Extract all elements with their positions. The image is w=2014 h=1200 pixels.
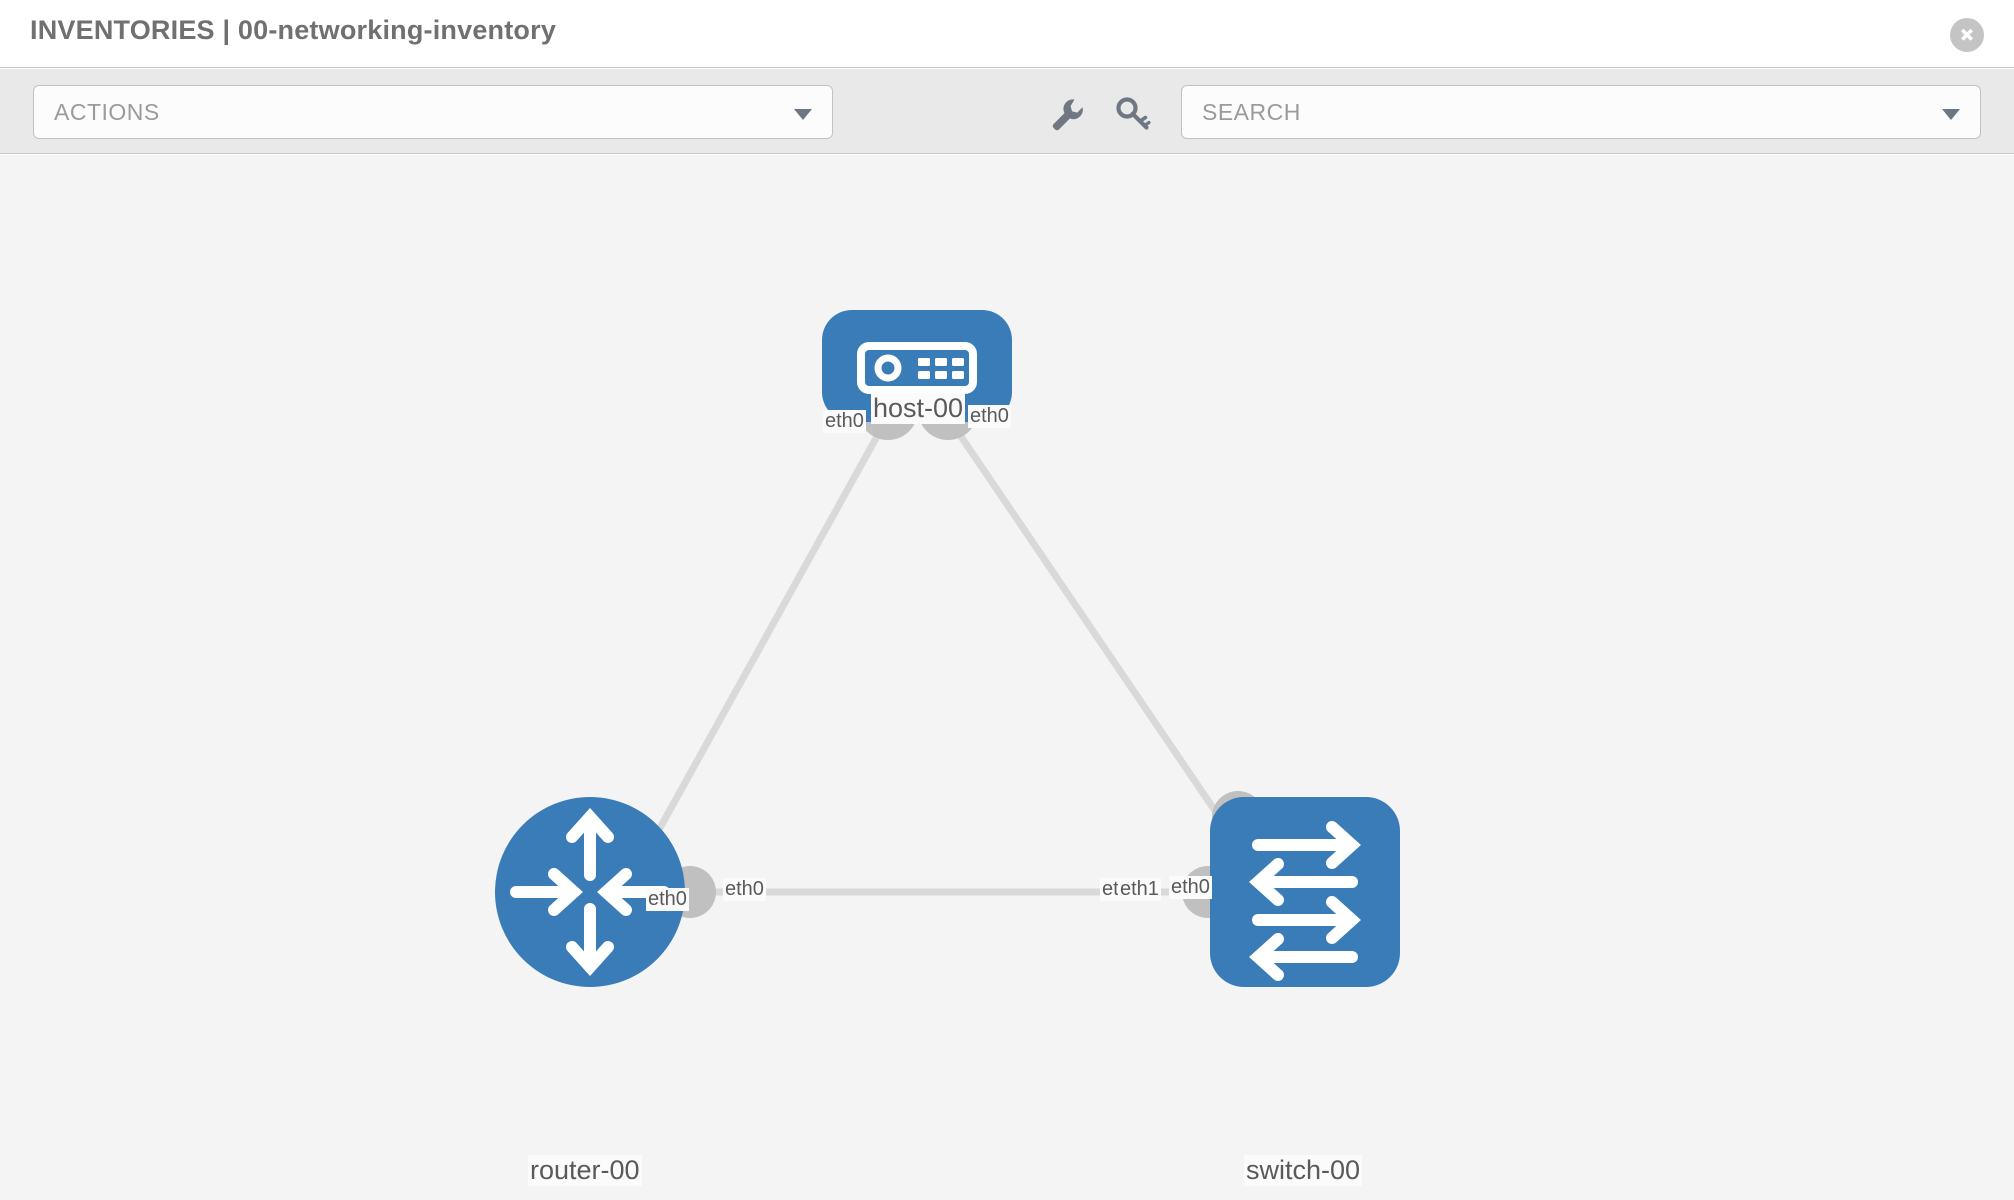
router-arrows-icon [510, 808, 670, 976]
search-placeholder: SEARCH [1202, 99, 1301, 125]
topology-graph [495, 310, 1400, 987]
page-title: INVENTORIES | 00-networking-inventory [30, 15, 557, 45]
node-label-switch-00: switch-00 [1244, 1155, 1363, 1186]
node-label-router-00: router-00 [528, 1155, 642, 1186]
search-input[interactable]: SEARCH [1181, 85, 1981, 139]
iface-label-host00-eth0-right: eth0 [968, 405, 1011, 428]
chevron-down-icon [794, 109, 812, 120]
wrench-icon[interactable] [1046, 93, 1086, 133]
title-bar: INVENTORIES | 00-networking-inventory [0, 0, 2014, 68]
node-label-host-00: host-00 [871, 393, 966, 424]
key-icon[interactable] [1113, 93, 1153, 133]
iface-label-switch00-eth1: eth1 [1118, 878, 1161, 901]
link-host00-switch00[interactable] [942, 411, 1248, 857]
link-host00-router00[interactable] [641, 411, 894, 857]
actions-dropdown[interactable]: ACTIONS [33, 85, 833, 139]
iface-label-host00-eth0-left: eth0 [823, 410, 866, 433]
close-icon[interactable] [1950, 18, 1984, 52]
actions-dropdown-label: ACTIONS [54, 99, 160, 125]
toolbar: ACTIONS SEARCH [0, 69, 2014, 154]
chevron-down-icon[interactable] [1942, 109, 1960, 120]
node-switch-00[interactable] [1210, 797, 1400, 987]
topology-canvas[interactable]: host-00 router-00 switch-00 eth0 eth0 et… [0, 155, 2014, 1200]
iface-label-router00-eth0: eth0 [723, 878, 766, 901]
node-router-00[interactable] [495, 797, 685, 987]
iface-label-switch00-uplink-eth0: eth0 [1169, 876, 1212, 899]
switch-arrows-icon [1249, 821, 1361, 981]
iface-label-router00-uplink-eth0: eth0 [646, 888, 689, 911]
server-icon [857, 342, 977, 394]
